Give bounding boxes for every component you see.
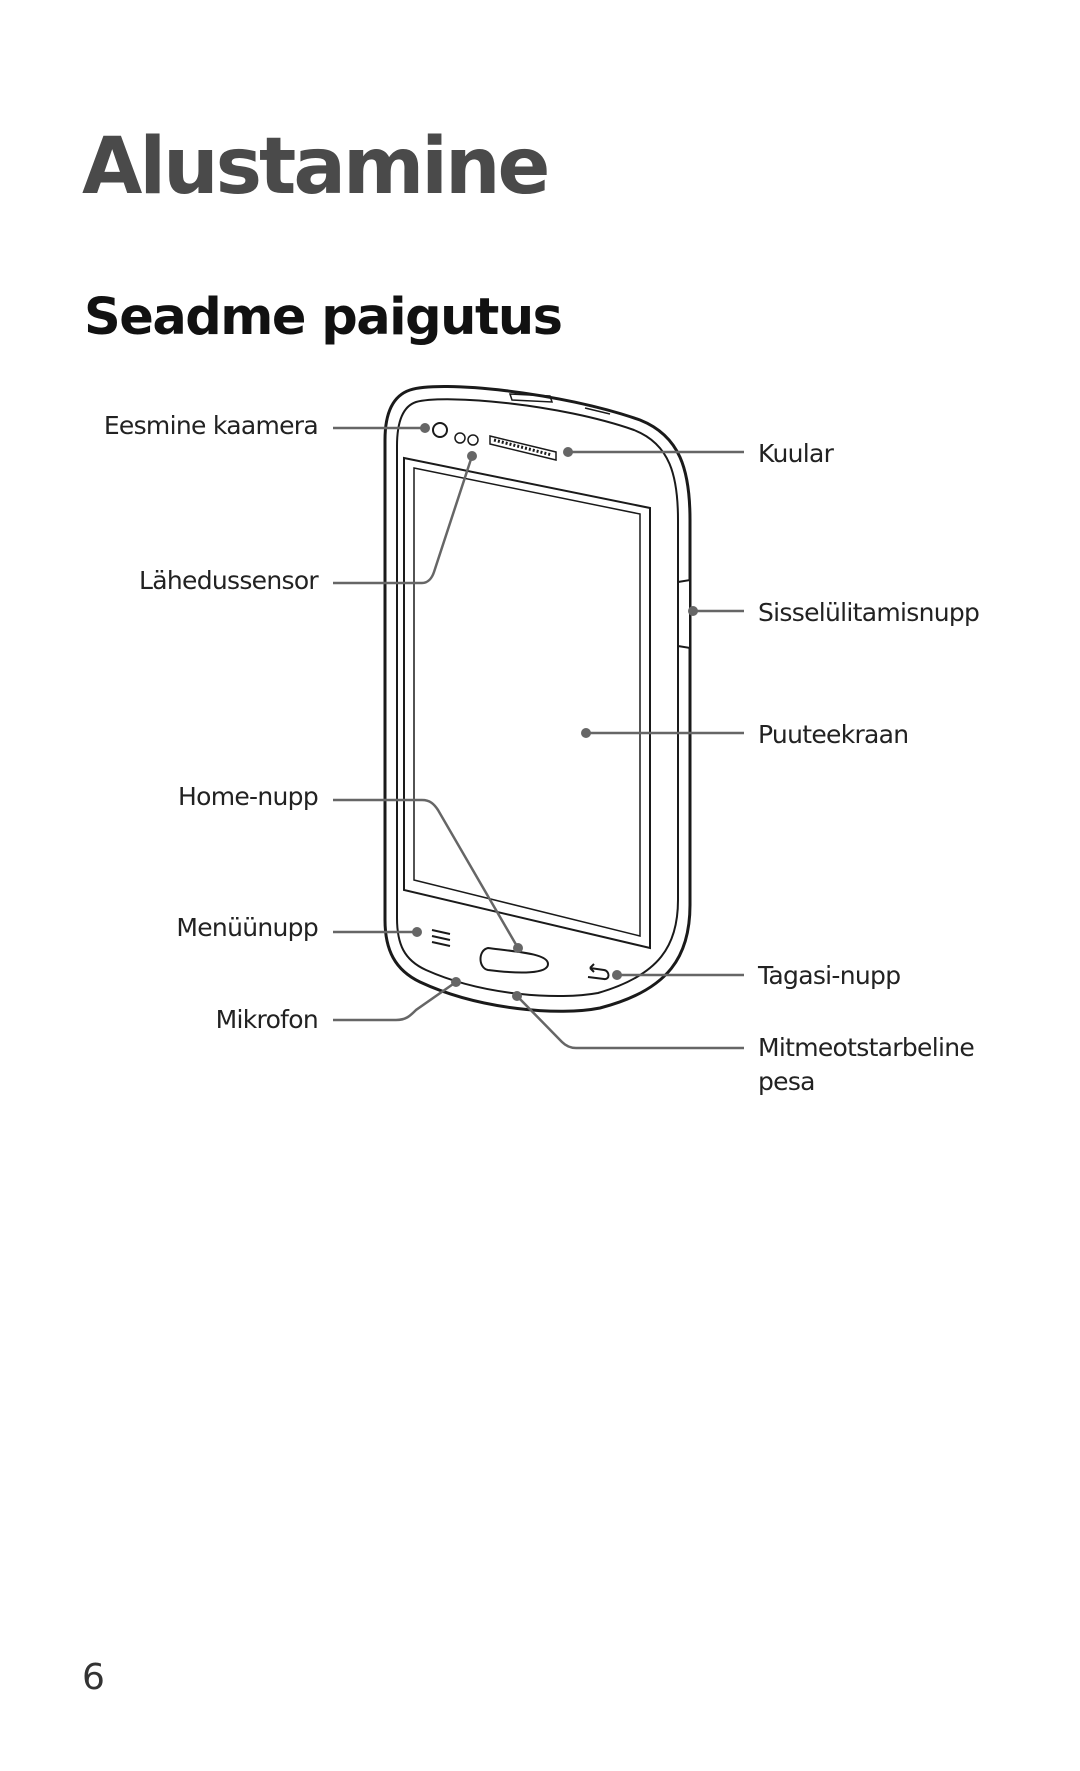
label-power-button: Sisselülitamisnupp <box>758 598 980 627</box>
earpiece-grille <box>489 435 557 461</box>
dot-proximity-sensor <box>467 451 477 461</box>
dot-back-button <box>612 970 622 980</box>
anchor-dots <box>412 423 698 1001</box>
label-multipurpose-jack-line1: Mitmeotstarbeline <box>758 1033 975 1062</box>
dot-front-camera <box>420 423 430 433</box>
label-earpiece: Kuular <box>758 439 834 468</box>
home-key <box>479 946 550 974</box>
proximity-sensor-left <box>454 432 466 444</box>
leader-microphone <box>333 980 457 1022</box>
label-microphone: Mikrofon <box>215 1005 319 1034</box>
leader-home-button <box>333 798 520 949</box>
back-key-icon <box>587 963 610 981</box>
dot-touchscreen <box>581 728 591 738</box>
section-heading: Seadme paigutus <box>84 288 563 347</box>
touchscreen-frame <box>403 456 651 950</box>
dot-microphone <box>451 977 461 987</box>
label-front-camera: Eesmine kaamera <box>103 411 319 440</box>
label-touchscreen: Puuteekraan <box>758 720 909 749</box>
leader-proximity-sensor <box>333 455 474 585</box>
label-home-button: Home-nupp <box>178 782 319 811</box>
page-number: 6 <box>82 1657 105 1698</box>
dot-menu-button <box>412 927 422 937</box>
touchscreen-display <box>413 467 641 937</box>
phone-top-edge <box>508 393 554 403</box>
dot-earpiece <box>563 447 573 457</box>
phone-outer-body <box>383 385 692 1013</box>
leader-lines <box>333 426 744 1050</box>
leader-multipurpose-jack <box>516 995 744 1050</box>
menu-key-icon <box>431 929 451 947</box>
phone-illustration <box>383 385 692 1013</box>
page-title: Alustamine <box>82 122 550 212</box>
front-camera-lens <box>432 422 448 438</box>
label-menu-button: Menüünupp <box>176 913 318 942</box>
power-key <box>677 578 691 650</box>
label-multipurpose-jack-line2: pesa <box>758 1067 815 1096</box>
phone-bezel <box>396 398 679 998</box>
proximity-sensor-right <box>467 434 479 446</box>
label-back-button: Tagasi-nupp <box>758 961 901 990</box>
dot-multipurpose-jack <box>512 991 522 1001</box>
label-proximity-sensor: Lähedussensor <box>139 566 319 595</box>
dot-home-button <box>513 943 523 953</box>
dot-power-button <box>688 606 698 616</box>
